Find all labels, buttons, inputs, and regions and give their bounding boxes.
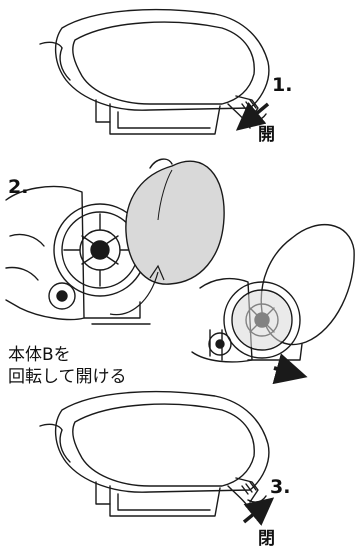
lid-rim-step2 [157, 169, 173, 221]
step2-instruction: 本体Bを 回転して開ける [8, 344, 127, 388]
lid-open-step2 [125, 160, 225, 285]
step2-instruction-line2: 回転して開ける [8, 367, 127, 387]
close-arrow-step3 [242, 497, 275, 526]
device-closed-step3 [39, 390, 270, 517]
step2-number: 2. [8, 176, 29, 198]
body-b-reel [233, 291, 291, 349]
open-arrow-step1 [235, 102, 270, 131]
step3-number: 3. [270, 476, 291, 498]
step3-close-label: 閉 [258, 529, 275, 549]
rotate-arrow-step2 [109, 271, 159, 316]
device-closed-step1 [39, 8, 270, 135]
step1-number: 1. [272, 74, 293, 96]
step2-instruction-line1: 本体Bを [8, 345, 71, 365]
step1-open-label: 開 [258, 125, 275, 145]
push-arrow-step2 [272, 353, 308, 385]
rotate-arrowhead [149, 264, 165, 281]
